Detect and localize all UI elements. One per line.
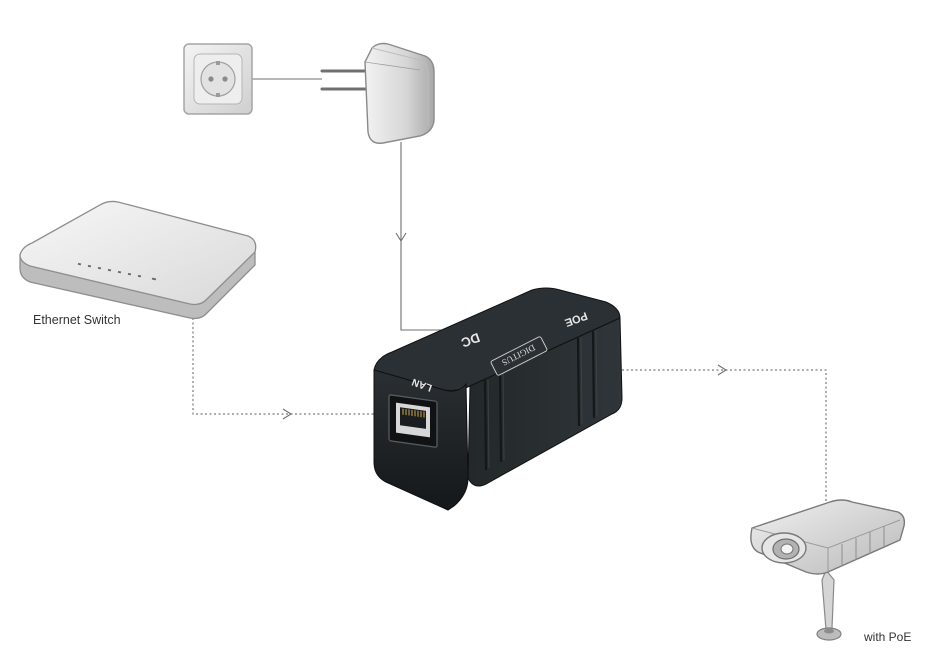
camera-label: with PoE [863, 630, 911, 644]
ip-camera-icon [750, 499, 906, 641]
wall-socket-icon [183, 43, 253, 115]
power-adapter-icon [320, 42, 435, 144]
injector-ribs [483, 330, 596, 471]
dc-power-line [400, 142, 470, 331]
ethernet-switch-icon [19, 200, 257, 320]
port-dc-label: DC [459, 330, 482, 351]
ethernet-switch-label: Ethernet Switch [33, 313, 121, 327]
lan-port [388, 394, 438, 448]
poe-data-line [622, 369, 827, 510]
poe-injector-icon: DIGITUS [373, 287, 623, 511]
poe-data-arrow [717, 364, 728, 376]
switch-port-leds [77, 262, 157, 281]
lan-data-line [192, 318, 378, 415]
lan-data-arrow [282, 408, 293, 420]
dc-power-arrow [395, 232, 407, 243]
